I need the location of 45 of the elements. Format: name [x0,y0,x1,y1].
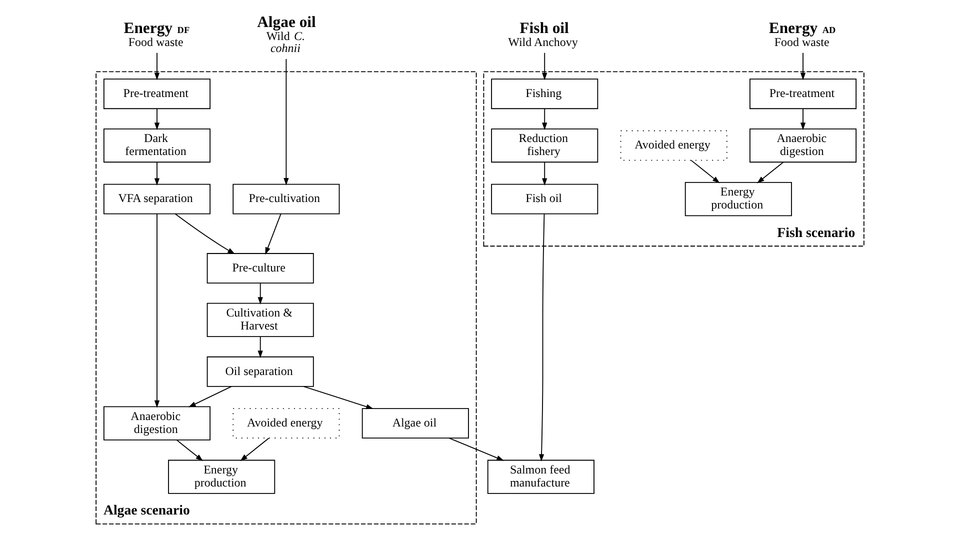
arrow [154,52,160,80]
node-box: Fish oil [491,184,598,214]
arrow [800,108,806,130]
arrow [154,213,160,408]
arrow [284,58,289,186]
node-box: Pre-treatment [749,78,857,110]
arrow [154,162,160,186]
arrow [303,386,374,410]
node-box: Pre-culture [206,253,314,284]
node-text: Fish oil Wild Anchovy [508,20,578,49]
node-box: Anaerobic digestion [103,406,211,440]
node-box: Energy production [684,182,792,216]
node-box: Reduction fishery [491,128,598,163]
node-box: Pre-cultivation [232,184,340,214]
node-text: Energy DF Food waste [124,20,190,49]
node-box: Pre-treatment [103,78,211,110]
arrow [448,438,504,461]
node-text: Energy AD Food waste [768,20,836,49]
node-box: Avoided energy [232,408,340,439]
node-box: Salmon feed manufacture [487,460,594,494]
arrow [154,108,160,130]
arrow [756,162,784,184]
node-box: Algae oil [362,408,469,439]
arrow [800,52,806,80]
arrow [542,52,548,80]
arrow [258,336,263,358]
arrow [258,282,263,304]
arrow [188,386,232,408]
arrow [174,213,236,254]
node-box: Avoided energy [620,130,728,161]
arrow [542,162,548,186]
node-box: Energy production [168,460,276,494]
node-box: Cultivation & Harvest [206,302,314,338]
node-box: Fishing [491,78,598,110]
node-text: Algae oil Wild C. cohnii [257,14,316,55]
arrow [538,213,545,462]
arrow [542,108,548,130]
arrow [240,438,270,462]
arrow [690,160,720,184]
node-box: Dark fermentation [103,128,211,163]
node-box: VFA separation [103,184,211,214]
arrow [176,440,204,462]
node-box: Oil separation [206,356,314,387]
arrow [265,213,282,255]
node-box: Anaerobic digestion [749,128,857,163]
